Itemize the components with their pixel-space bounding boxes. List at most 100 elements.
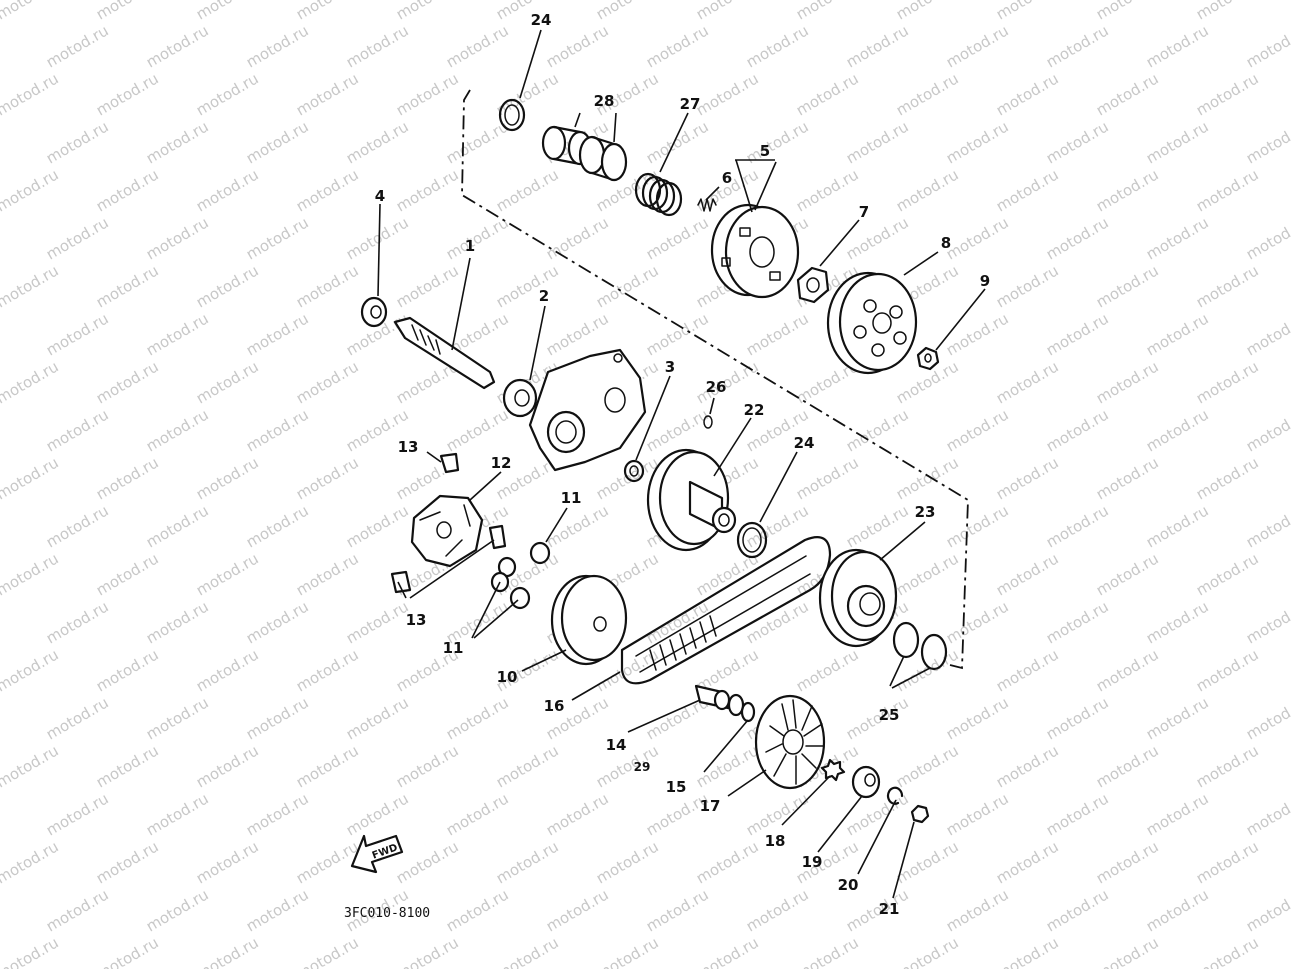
part-3-washer [623,459,645,483]
part-11-rollers [490,541,551,610]
watermark-text: motod.ru [143,213,212,263]
watermark-text: motod.ru [1093,357,1162,407]
watermark-text: motod.ru [1193,549,1262,599]
watermark-text: motod.ru [893,549,962,599]
watermark-text: motod.ru [343,597,412,647]
watermark-text: motod.ru [193,933,262,969]
watermark-text: motod.ru [93,549,162,599]
watermark-text: motod.ru [1143,405,1212,455]
watermark-text: motod.ru [993,837,1062,887]
part-5-clutch-carrier [710,203,800,299]
watermark-text: motod.ru [1043,789,1112,839]
callout-18: 18 [765,832,786,850]
watermark-text: motod.ru [343,693,412,743]
watermark-text: motod.ru [143,885,212,935]
callout-1: 1 [465,237,475,255]
callout-29: 29 [634,760,651,774]
watermark-text: motod.ru [1193,741,1262,791]
watermark-text: motod.ru [143,597,212,647]
watermark-text: motod.ru [1093,837,1162,887]
watermark-text: motod.ru [793,453,862,503]
watermark-text: motod.ru [293,69,362,119]
callout-5: 5 [760,142,770,160]
watermark-text: motod.ru [893,165,962,215]
watermark-text: motod.ru [93,837,162,887]
watermark-text: motod.ru [143,789,212,839]
watermark-text: motod.ru [893,741,962,791]
watermark-text: motod.ru [393,165,462,215]
watermark-text: motod.ru [1093,645,1162,695]
watermark-text: motod.ru [993,453,1062,503]
callout-labels: 24 28 27 5 6 7 8 9 4 1 2 3 26 22 24 13 1… [375,11,990,918]
watermark-text: motod.ru [743,501,812,551]
part-24-seal-top [498,98,526,132]
watermark-text: motod.ru [793,645,862,695]
watermark-text: motod.ru [743,21,812,71]
callout-25: 25 [879,706,900,724]
watermark-text: motod.ru [1243,405,1292,455]
watermark-text: motod.ru [843,21,912,71]
watermark-text: motod.ru [193,261,262,311]
watermark-text: motod.ru [593,261,662,311]
watermark-text: motod.ru [393,69,462,119]
watermark-text: motod.ru [993,549,1062,599]
watermark-text: motod.ru [93,933,162,969]
watermark-text: motod.ru [1243,693,1292,743]
callout-28: 28 [594,92,615,110]
part-14-collar [694,684,731,711]
watermark-text: motod.ru [93,0,162,23]
callout-26: 26 [706,378,727,396]
watermark-text: motod.ru [393,933,462,969]
callout-14: 14 [606,736,627,754]
watermark-text: motod.ru [93,453,162,503]
watermark-text: motod.ru [1043,405,1112,455]
watermark-text: motod.ru [1243,21,1292,71]
watermark-text: motod.ru [0,645,62,695]
watermark-text: motod.ru [943,117,1012,167]
watermark-text: motod.ru [243,405,312,455]
watermark-text: motod.ru [243,789,312,839]
watermark-text: motod.ru [1143,117,1212,167]
watermark-text: motod.ru [293,933,362,969]
callout-9: 9 [980,272,990,290]
watermark-text: motod.ru [543,309,612,359]
watermark-text: motod.ru [443,117,512,167]
callout-16: 16 [544,697,565,715]
watermark-text: motod.ru [393,837,462,887]
watermark-text: motod.ru [1193,453,1262,503]
watermark-text: motod.ru [1193,933,1262,969]
callout-24b: 24 [794,434,815,452]
callout-22: 22 [744,401,765,419]
watermark-text: motod.ru [343,789,412,839]
watermark-text: motod.ru [1093,165,1162,215]
watermark-text: motod.ru [993,261,1062,311]
watermark-text: motod.ru [1043,501,1112,551]
watermark-text: motod.ru [893,645,962,695]
watermark-text: motod.ru [43,21,112,71]
watermark-text: motod.ru [1143,21,1212,71]
watermark-text: motod.ru [993,357,1062,407]
part-12-cam [410,494,484,568]
watermark-text: motod.ru [543,789,612,839]
watermark-text: motod.ru [43,501,112,551]
watermark-text: motod.ru [943,789,1012,839]
watermark-text: motod.ru [293,645,362,695]
watermark-text: motod.ru [343,21,412,71]
watermark-text: motod.ru [1043,309,1112,359]
callout-12: 12 [491,454,512,472]
callout-20: 20 [838,876,859,894]
watermark-text: motod.ru [943,405,1012,455]
watermark-text: motod.ru [993,645,1062,695]
watermark-text: motod.ru [1093,69,1162,119]
watermark-text: motod.ru [193,741,262,791]
part-9-nut [916,346,940,371]
watermark-text: motod.ru [493,261,562,311]
watermark-text: motod.ru [143,501,212,551]
watermark-text: motod.ru [1143,309,1212,359]
watermark-text: motod.ru [43,405,112,455]
watermark-text: motod.ru [0,165,62,215]
part-22-secondary-sheave [646,448,737,552]
watermark-text: motod.ru [943,597,1012,647]
watermark-text: motod.ru [643,309,712,359]
callout-17: 17 [700,797,721,815]
